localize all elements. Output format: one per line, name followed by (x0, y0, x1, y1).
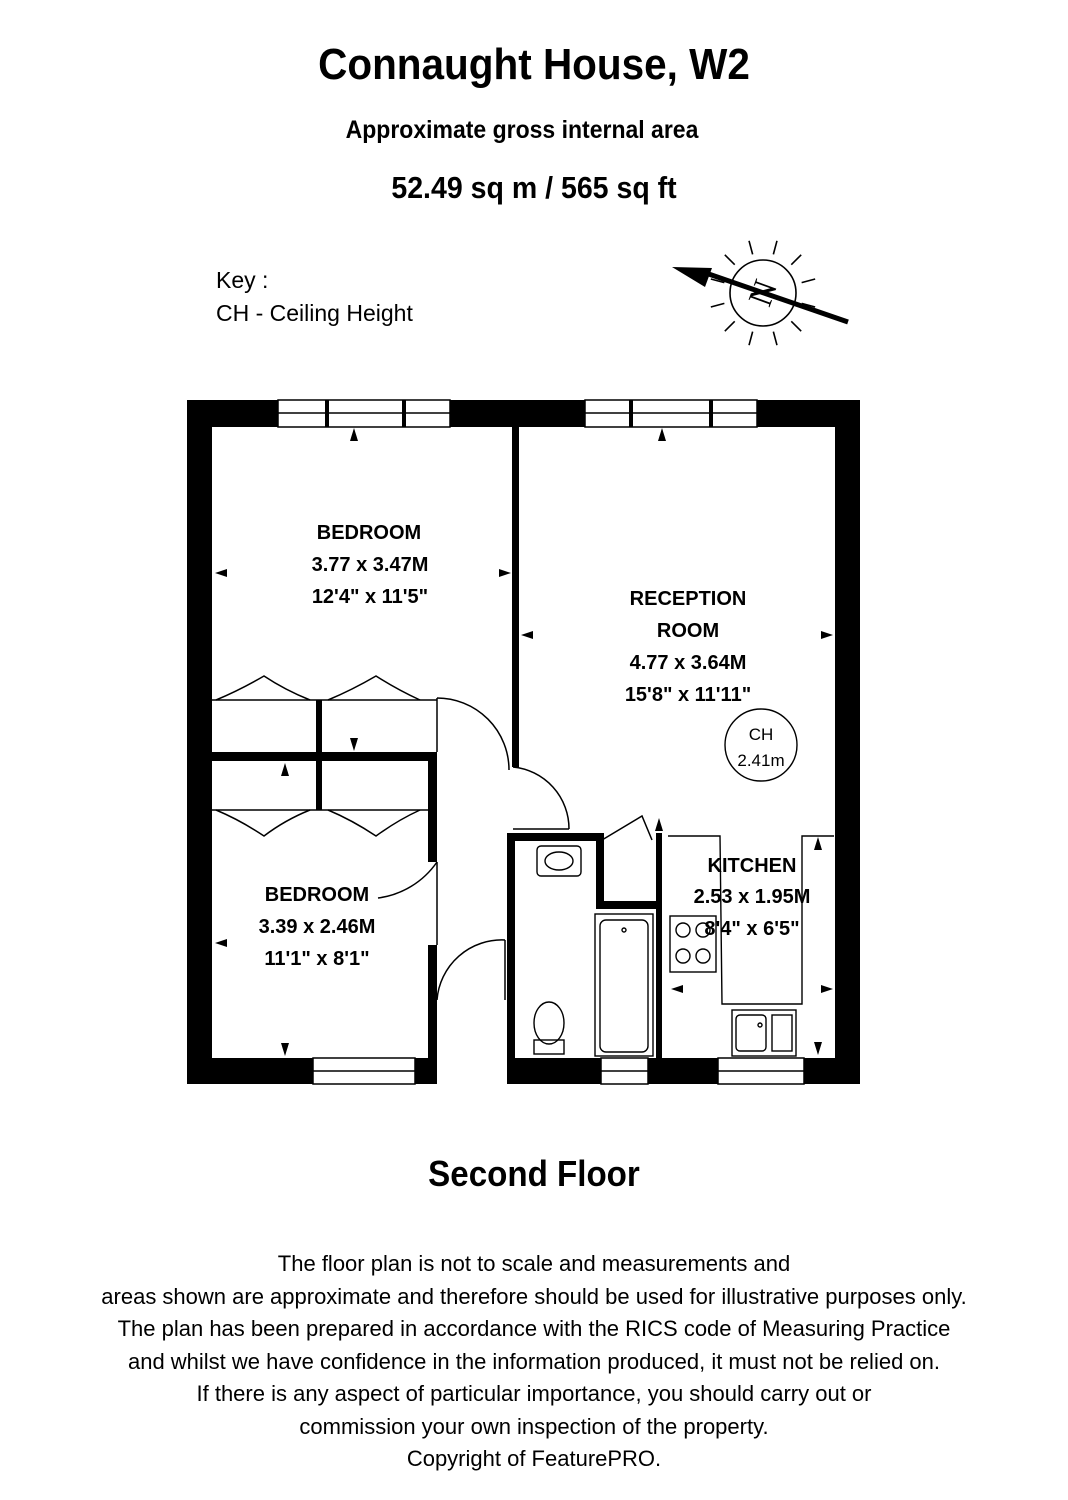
gross-area: 52.49 sq m / 565 sq ft (391, 170, 677, 205)
reception-name-line2: ROOM (657, 620, 719, 642)
disclaimer-line: and whilst we have confidence in the inf… (127, 1348, 941, 1374)
plan-title: Connaught House, W2 (318, 40, 750, 89)
ceiling-height-marker: CH 2.41m (724, 708, 798, 782)
bedroom-1-imperial: 12'4" x 11'5" (312, 586, 428, 608)
ceiling-height-label: CH (749, 725, 774, 744)
reception-metric: 4.77 x 3.64M (630, 652, 747, 674)
bedroom-1-name: BEDROOM (317, 522, 421, 544)
kitchen-name: KITCHEN (708, 855, 797, 877)
key-legend: Key : CH - Ceiling Height (216, 264, 413, 330)
room-labels: BEDROOM 3.77 x 3.47M 12'4" x 11'5" RECEP… (259, 522, 811, 970)
disclaimer-line: Copyright of FeaturePRO. (406, 1446, 662, 1471)
bedroom-2-imperial: 11'1" x 8'1" (264, 948, 369, 970)
interior-walls (212, 427, 662, 1058)
area-subtitle: Approximate gross internal area (345, 116, 699, 144)
disclaimer-line: areas shown are approximate and therefor… (101, 1283, 967, 1309)
bedroom-2-metric: 3.39 x 2.46M (259, 916, 376, 938)
disclaimer-line: If there is any aspect of particular imp… (196, 1381, 872, 1406)
reception-imperial: 15'8" x 11'11" (625, 684, 751, 706)
key-entry: CH - Ceiling Height (216, 300, 413, 326)
dimension-arrows (215, 428, 833, 1056)
windows (277, 399, 805, 1085)
bedroom-1-metric: 3.77 x 3.47M (312, 554, 429, 576)
disclaimer-line: commission your own inspection of the pr… (299, 1413, 769, 1439)
disclaimer-line: The plan has been prepared in accordance… (117, 1316, 951, 1341)
floor-label: Second Floor (428, 1153, 640, 1194)
wardrobes (212, 675, 437, 837)
reception-name-line1: RECEPTION (630, 588, 747, 610)
disclaimer-line: The floor plan is not to scale and measu… (277, 1251, 791, 1276)
bedroom-2-name: BEDROOM (265, 884, 369, 906)
kitchen-imperial: 8'4" x 6'5" (704, 918, 799, 940)
key-heading: Key : (216, 267, 269, 293)
exterior-walls (187, 400, 860, 1084)
disclaimer: The floor plan is not to scale and measu… (0, 1248, 1068, 1476)
fixtures (533, 835, 834, 1057)
compass-north-icon: N (672, 240, 849, 346)
doors (377, 697, 653, 1001)
kitchen-metric: 2.53 x 1.95M (694, 886, 811, 908)
ceiling-height-value: 2.41m (737, 751, 784, 770)
